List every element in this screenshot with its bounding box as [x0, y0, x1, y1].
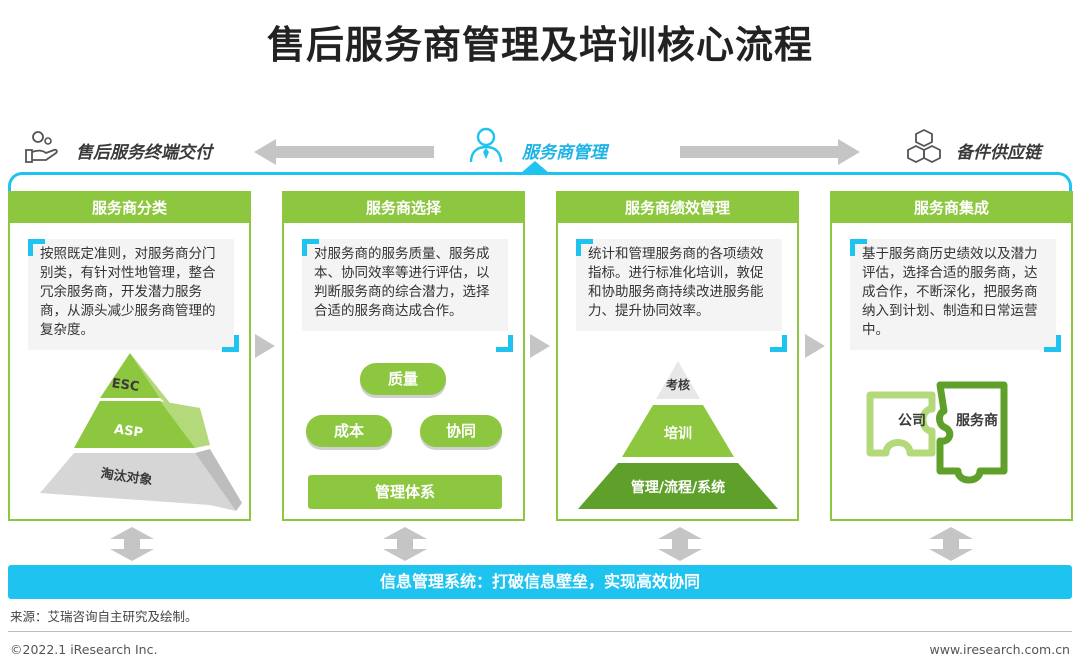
vertical-double-arrow: [929, 527, 973, 561]
pyramid-tier-assessment: 考核: [666, 377, 690, 392]
pyramid-tier-esc: ESC: [111, 376, 141, 395]
pyramid-tier-eliminate: 淘汰对象: [100, 465, 154, 488]
card-selection: 服务商选择 对服务商的服务质量、服务成本、协同效率等进行评估，以判断服务商的综合…: [282, 191, 525, 521]
vertical-double-arrow: [658, 527, 702, 561]
right-arrow-icon: [680, 139, 860, 165]
copyright: ©2022.1 iResearch Inc.: [10, 642, 158, 657]
quote-open-mark: [302, 239, 319, 256]
card-description: 对服务商的服务质量、服务成本、协同效率等进行评估，以判断服务商的综合潜力，选择合…: [302, 239, 508, 331]
vertical-double-arrow: [110, 527, 154, 561]
next-step-arrow: [530, 334, 550, 358]
card-performance: 服务商绩效管理 统计和管理服务商的各项绩效指标。进行标准化培训，敦促和协助服务商…: [556, 191, 799, 521]
left-arrow-icon: [254, 139, 434, 165]
flow-center-label: 服务商管理: [522, 143, 607, 163]
card-header: 服务商选择: [284, 193, 523, 223]
quote-close-mark: [222, 335, 239, 352]
next-step-arrow: [805, 334, 825, 358]
card-classification: 服务商分类 按照既定准则，对服务商分门别类，有针对性地管理，整合冗余服务商，开发…: [8, 191, 251, 521]
info-management-bar: 信息管理系统：打破信息壁垒，实现高效协同: [8, 565, 1072, 599]
card-integration: 服务商集成 基于服务商历史绩效以及潜力评估，选择合适的服务商，达成合作，不断深化…: [830, 191, 1073, 521]
flow-right-label: 备件供应链: [956, 143, 1041, 163]
quote-close-mark: [770, 335, 787, 352]
oval-cost: 成本: [306, 415, 392, 447]
pyramid-tier-system: 管理/流程/系统: [631, 479, 725, 496]
pyramid-tier-training: 培训: [664, 425, 692, 442]
performance-pyramid: 考核 培训 管理/流程/系统: [578, 361, 778, 509]
quote-close-mark: [496, 335, 513, 352]
boxes-supply-icon: [907, 128, 941, 164]
card-description: 基于服务商历史绩效以及潜力评估，选择合适的服务商，达成合作，不断深化，把服务商纳…: [850, 239, 1056, 350]
card-description: 统计和管理服务商的各项绩效指标。进行标准化培训，敦促和协助服务商持续改进服务能力…: [576, 239, 782, 331]
card-header: 服务商绩效管理: [558, 193, 797, 223]
quote-open-mark: [576, 239, 593, 256]
card-header: 服务商分类: [10, 193, 249, 223]
service-delivery-icon: [25, 131, 58, 163]
card-header: 服务商集成: [832, 193, 1071, 223]
oval-quality: 质量: [360, 363, 446, 395]
oval-collaboration: 协同: [420, 415, 502, 447]
footer-divider: [8, 631, 1072, 632]
manager-person-icon: [469, 127, 503, 163]
puzzle-provider-label: 服务商: [956, 412, 998, 429]
quote-close-mark: [1044, 335, 1061, 352]
process-bracket: [8, 172, 1072, 202]
pyramid-tier-asp: ASP: [113, 422, 144, 441]
classification-pyramid: ESC ASP 淘汰对象: [40, 353, 242, 511]
card-description: 按照既定准则，对服务商分门别类，有针对性地管理，整合冗余服务商，开发潜力服务商，…: [28, 239, 234, 350]
flow-left-label: 售后服务终端交付: [76, 143, 212, 163]
quote-open-mark: [28, 239, 45, 256]
puzzle-company-label: 公司: [898, 413, 926, 429]
quote-open-mark: [850, 239, 867, 256]
vertical-double-arrow: [383, 527, 427, 561]
management-system-block: 管理体系: [308, 475, 502, 509]
website-link[interactable]: www.iresearch.com.cn: [929, 642, 1071, 657]
bracket-pointer: [521, 161, 549, 173]
puzzle-graphic: 公司 服务商: [866, 381, 1008, 484]
next-step-arrow: [255, 334, 275, 358]
page-title: 售后服务商管理及培训核心流程: [266, 23, 813, 67]
source-note: 来源：艾瑞咨询自主研究及绘制。: [10, 609, 198, 624]
